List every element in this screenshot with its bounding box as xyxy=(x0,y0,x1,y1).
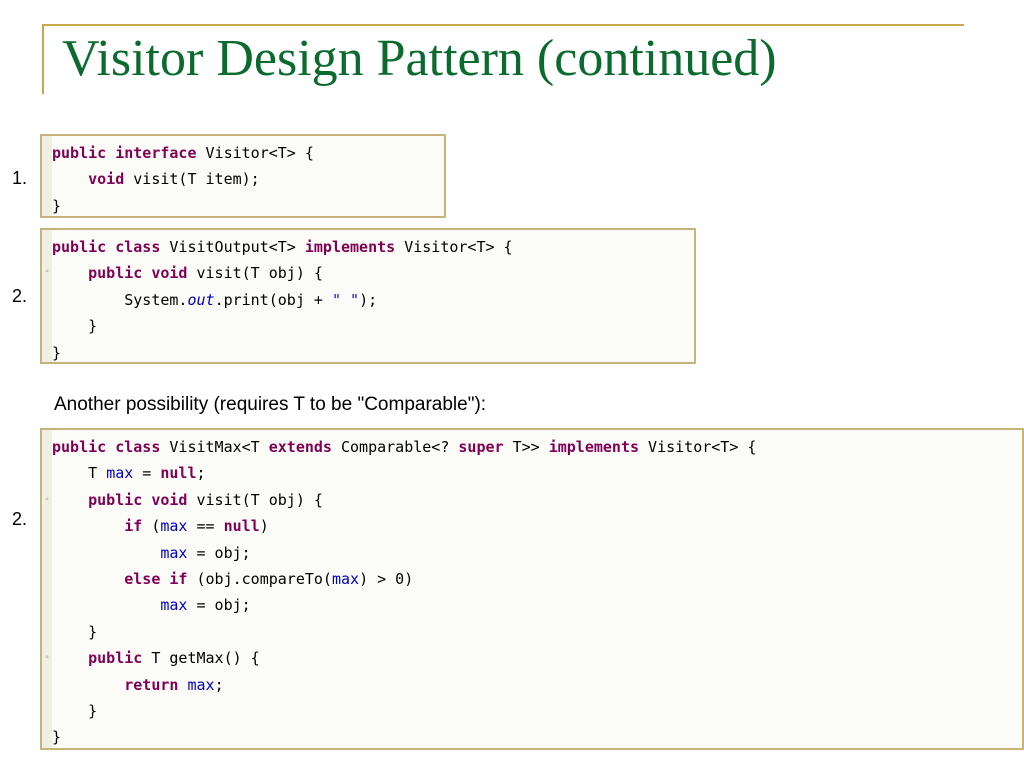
caption-text: Another possibility (requires T to be "C… xyxy=(54,394,487,415)
code-text: public interface Visitor<T> { void visit… xyxy=(52,140,314,216)
code-line: } xyxy=(52,317,98,336)
marker-2b: 2. xyxy=(12,509,28,529)
code-block-visit-output: ◦ public class VisitOutput<T> implements… xyxy=(40,228,696,364)
title-rule-top xyxy=(42,24,964,26)
code-line: public T getMax() { xyxy=(88,649,260,668)
code-text: public class VisitOutput<T> implements V… xyxy=(52,234,513,362)
code-line: public void visit(T obj) { xyxy=(88,264,323,283)
code-text: public class VisitMax<T extends Comparab… xyxy=(52,434,757,748)
code-line: if (max == null) xyxy=(124,517,269,536)
fold-marker-icon: ◦ xyxy=(45,266,49,277)
code-block-visitor-interface: public interface Visitor<T> { void visit… xyxy=(40,134,446,218)
code-line: max = obj; xyxy=(160,543,251,562)
title-rule-left xyxy=(42,24,44,94)
code-line: max = obj; xyxy=(160,596,251,615)
fold-marker-icon: ◦ xyxy=(45,652,49,663)
code-line: void visit(T item); xyxy=(88,170,260,189)
code-line: } xyxy=(52,622,98,641)
fold-marker-icon: ◦ xyxy=(45,494,49,505)
code-line: public class VisitMax<T extends Comparab… xyxy=(52,438,757,456)
code-line: public void visit(T obj) { xyxy=(88,490,323,509)
marker-1: 1. xyxy=(12,168,28,188)
code-line: T max = null; xyxy=(52,464,206,483)
slide-title: Visitor Design Pattern (continued) xyxy=(62,30,777,87)
code-line: } xyxy=(52,702,98,721)
code-line: public interface Visitor<T> { xyxy=(52,144,314,162)
code-line: } xyxy=(52,728,62,747)
code-line: } xyxy=(52,343,62,362)
code-line: System.out.print(obj + " "); xyxy=(52,290,378,309)
code-line: return max; xyxy=(124,675,224,694)
code-block-visit-max: ◦ ◦ public class VisitMax<T extends Comp… xyxy=(40,428,1024,750)
code-line: else if (obj.compareTo(max) > 0) xyxy=(124,570,414,589)
code-line: public class VisitOutput<T> implements V… xyxy=(52,238,513,256)
marker-2: 2. xyxy=(12,286,28,306)
code-line: } xyxy=(52,196,62,215)
